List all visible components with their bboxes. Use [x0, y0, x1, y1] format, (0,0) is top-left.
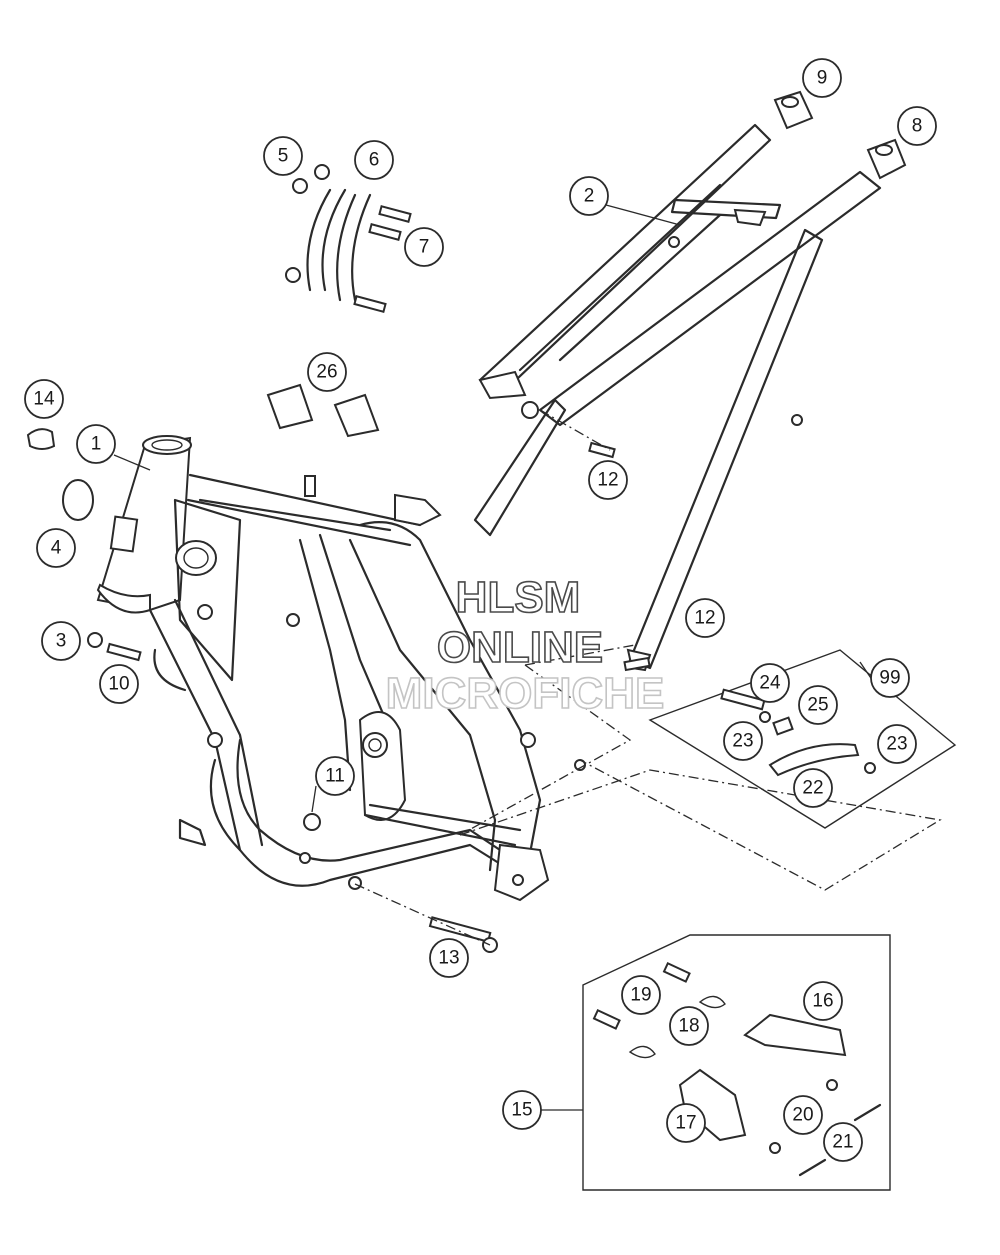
callout-16-label: 16: [812, 991, 833, 1012]
callout-5-label: 5: [278, 146, 289, 167]
callout-24-label: 24: [759, 673, 781, 694]
callout-3: 3: [41, 621, 81, 661]
callout-22: 22: [793, 768, 833, 808]
callout-19: 19: [621, 975, 661, 1015]
callout-5: 5: [263, 136, 303, 176]
callout-16: 16: [803, 981, 843, 1021]
callout-24: 24: [750, 663, 790, 703]
watermark-line2: ONLINE: [437, 623, 603, 672]
callout-12-upper-label: 12: [597, 470, 618, 491]
callout-13-label: 13: [438, 948, 459, 969]
callout-20-label: 20: [792, 1105, 813, 1126]
small-parts-left-drawing: [26, 428, 142, 662]
callout-8: 8: [897, 106, 937, 146]
callout-10: 10: [99, 664, 139, 704]
callout-12-upper: 12: [588, 460, 628, 500]
callout-18-label: 18: [678, 1016, 699, 1037]
main-frame-drawing: [96, 435, 586, 902]
callout-12-lower-label: 12: [694, 608, 715, 629]
bolts-lower-drawing: [303, 813, 498, 953]
protector-26-drawing: [266, 383, 380, 438]
callout-17-label: 17: [675, 1113, 696, 1134]
callout-4-label: 4: [51, 538, 62, 559]
callout-23-right: 23: [877, 724, 917, 764]
callout-25-label: 25: [807, 695, 828, 716]
callout-1-label: 1: [91, 434, 102, 455]
callout-26-label: 26: [316, 362, 337, 383]
callout-9: 9: [802, 58, 842, 98]
callout-15-label: 15: [511, 1100, 532, 1121]
watermark-line1: HLSM: [456, 573, 581, 622]
callout-8-label: 8: [912, 116, 923, 137]
kit-15-drawing: [582, 934, 891, 1191]
callout-23-left-label: 23: [732, 731, 753, 752]
watermark: HLSM ONLINE MICROFICHE: [385, 572, 665, 719]
callout-2: 2: [569, 176, 609, 216]
callout-21: 21: [823, 1122, 863, 1162]
callout-23-right-label: 23: [886, 734, 907, 755]
callout-2-label: 2: [584, 186, 595, 207]
callout-99-label: 99: [879, 668, 900, 689]
callout-6: 6: [354, 140, 394, 180]
callout-7-label: 7: [419, 237, 430, 258]
plug-9-drawing: [773, 90, 814, 130]
callout-20: 20: [783, 1095, 823, 1135]
callout-17: 17: [666, 1103, 706, 1143]
callout-4: 4: [36, 528, 76, 568]
callout-9-label: 9: [817, 68, 828, 89]
callout-10-label: 10: [108, 674, 129, 695]
callout-7: 7: [404, 227, 444, 267]
callout-15: 15: [502, 1090, 542, 1130]
callout-23-left: 23: [723, 721, 763, 761]
subframe-drawing: [473, 123, 882, 672]
callout-22-label: 22: [802, 778, 823, 799]
kit-99-drawing: [648, 649, 957, 829]
callout-14-label: 14: [33, 389, 55, 410]
callout-19-label: 19: [630, 985, 651, 1006]
watermark-line3: MICROFICHE: [386, 669, 665, 718]
engine-mount-drawing: [285, 164, 412, 313]
callout-21-label: 21: [832, 1132, 853, 1153]
callout-1: 1: [76, 424, 116, 464]
callout-99: 99: [870, 658, 910, 698]
callout-13: 13: [429, 938, 469, 978]
bolts-12-drawing: [588, 441, 651, 672]
callout-11-label: 11: [325, 766, 345, 787]
callout-18: 18: [669, 1006, 709, 1046]
callout-11: 11: [315, 756, 355, 796]
plug-8-drawing: [866, 138, 907, 180]
callout-25: 25: [798, 685, 838, 725]
callout-3-label: 3: [56, 631, 67, 652]
callout-12-lower: 12: [685, 598, 725, 638]
callout-14: 14: [24, 379, 64, 419]
assembly-lines: [354, 409, 942, 946]
callout-26: 26: [307, 352, 347, 392]
callout-6-label: 6: [369, 150, 380, 171]
